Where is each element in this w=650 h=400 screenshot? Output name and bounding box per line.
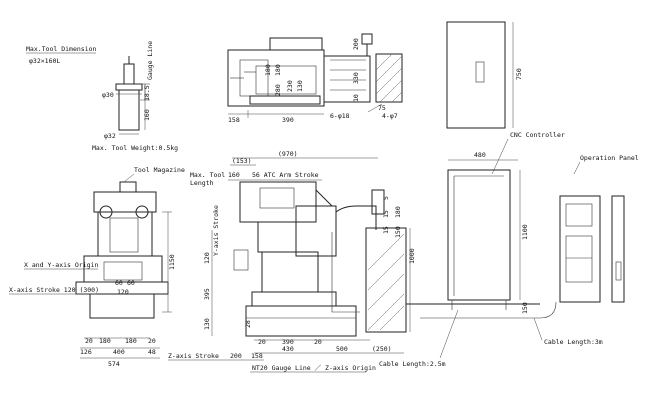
top-view: 158 390 6-φ18 4-φ7 180 180 280 230 130 2…	[227, 33, 403, 124]
operation-panel-view: Operation Panel Cable Length:3m	[420, 154, 639, 346]
side-dim-180: 180	[394, 206, 402, 218]
y-axis-stroke: Y-axis Stroke	[212, 205, 220, 256]
side-enclosure	[365, 227, 407, 333]
front-view: Tool Magazine 1150 X and Y-axis Origin 6…	[9, 166, 185, 368]
gauge-line-label: Gauge Line	[146, 41, 154, 80]
dim-160: 160	[143, 109, 151, 121]
top-dim-330: 330	[352, 72, 360, 84]
cnc-dim-480: 480	[474, 151, 486, 159]
x-stroke-label: X-axis Stroke 120 (300)	[9, 286, 99, 294]
side-base	[245, 305, 357, 337]
side-dim-200: 200	[230, 352, 242, 360]
cnc-cabinet	[447, 169, 511, 301]
side-dim-500: 500	[336, 345, 348, 353]
front-b20: 20	[85, 337, 93, 345]
side-dim-153: (153)	[232, 157, 252, 165]
top-dim-10: 10	[352, 94, 360, 102]
front-b20b: 20	[148, 337, 156, 345]
side-dim-20b: 20	[314, 338, 322, 346]
top-wall-block	[375, 53, 403, 103]
front-b48: 48	[148, 348, 156, 356]
side-dim-28: 28	[244, 320, 252, 328]
side-dim-20: 20	[258, 338, 266, 346]
top-dim-158: 158	[228, 116, 240, 124]
top-holes-4: 4-φ7	[382, 112, 398, 120]
front-dim-120: 120	[117, 288, 129, 296]
side-dim-15b: 15	[382, 226, 390, 234]
front-dim-1150: 1150	[168, 254, 176, 270]
top-dim-180a: 180	[264, 64, 272, 76]
top-head	[269, 37, 323, 51]
dim-18-5: 18.5	[143, 85, 151, 101]
tool-magazine-label: Tool Magazine	[134, 166, 185, 174]
cable-length-2-5: Cable Length:2.5m	[379, 360, 446, 368]
dim-phi30: φ30	[102, 91, 114, 99]
top-dim-200: 200	[352, 38, 360, 50]
panel-screen	[565, 203, 593, 227]
side-dim-430: 430	[282, 345, 294, 353]
cable-length-3: Cable Length:3m	[544, 338, 603, 346]
operation-panel-label: Operation Panel	[580, 154, 639, 162]
length-label: Length	[190, 179, 214, 187]
side-dim-395: 395	[203, 288, 211, 300]
nt20-gauge-line: NT20 Gauge Line ／ Z-axis Origin	[252, 364, 376, 372]
side-spindle	[257, 221, 297, 253]
max-tool-label: Max. Tool	[190, 171, 225, 179]
side-dim-150: 150	[394, 226, 402, 238]
front-base	[89, 293, 155, 319]
tool-dimension-view: Max.Tool Dimension φ32×160L Gauge Line 1…	[26, 41, 178, 152]
top-dim-180b: 180	[274, 64, 282, 76]
side-view: (153) (970) Max. Tool Length 160 56 ATC …	[168, 150, 459, 373]
front-b574: 574	[108, 360, 120, 368]
side-dim-158: 158	[251, 352, 263, 360]
cnc-dim-1100: 1100	[521, 224, 529, 240]
operation-panel-front	[559, 195, 601, 303]
side-table	[261, 251, 319, 293]
cnc-controller-view: CNC Controller 480 1100 150	[406, 131, 565, 314]
side-dim-390: 390	[282, 338, 294, 346]
front-b180b: 180	[125, 337, 137, 345]
front-dim-60b: 60	[127, 279, 135, 287]
top-dim-230: 230	[286, 80, 294, 92]
side-dim-15a: 15	[382, 210, 390, 218]
side-y120: 120	[203, 252, 211, 264]
top-connector	[361, 33, 373, 45]
tool-holder	[118, 89, 140, 131]
tool-dim-title: Max.Tool Dimension	[26, 45, 97, 53]
tool-dim-spec: φ32×160L	[29, 57, 60, 65]
atc-arm-stroke: 56 ATC Arm Stroke	[252, 171, 319, 179]
tool-flange	[115, 83, 143, 91]
cnc-dim-150: 150	[521, 302, 529, 314]
side-dim-130: 130	[203, 318, 211, 330]
operation-panel-side	[611, 195, 625, 303]
top-dim-130: 130	[296, 80, 304, 92]
side-dim-250: (250)	[372, 345, 392, 353]
side-dim-970: (970)	[278, 150, 298, 158]
top-holes-6: 6-φ18	[330, 112, 350, 120]
front-column	[97, 211, 153, 257]
front-b126: 126	[80, 348, 92, 356]
top-dim-390: 390	[282, 116, 294, 124]
top-dim-75: 75	[378, 104, 386, 112]
front-b180a: 180	[99, 337, 111, 345]
cnc-controller-label: CNC Controller	[510, 131, 565, 139]
side-dim-1000: 1000	[408, 248, 416, 264]
xy-origin-label: X and Y-axis Origin	[24, 261, 98, 269]
tool-shank	[123, 63, 135, 85]
side-dim-5: 5	[382, 196, 390, 200]
top-dim-280: 280	[274, 84, 282, 96]
front-b400: 400	[113, 348, 125, 356]
controller-front-box	[446, 21, 506, 129]
dim-phi32: φ32	[104, 132, 116, 140]
controller-dim-750: 750	[515, 68, 523, 80]
z-axis-stroke: Z-axis Stroke	[168, 352, 219, 360]
controller-front-view: 750	[446, 21, 523, 129]
front-dim-60a: 60	[115, 279, 123, 287]
top-table	[323, 55, 371, 103]
side-dim-160: 160	[228, 171, 240, 179]
max-tool-weight: Max. Tool Weight:0.5kg	[92, 144, 178, 152]
